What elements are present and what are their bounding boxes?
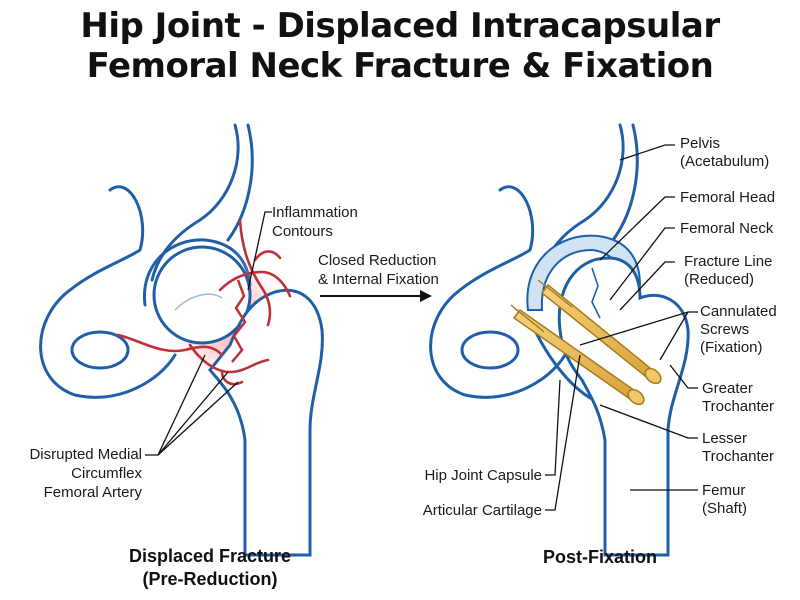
cannulated-screw-2 <box>510 304 645 406</box>
title-line-2: Femoral Neck Fracture & Fixation <box>86 46 714 86</box>
label-greater-2: Trochanter <box>702 398 774 415</box>
label-screws-3: (Fixation) <box>700 339 763 356</box>
leader-pelvis <box>619 144 675 161</box>
label-femur-1: Femur <box>702 482 745 499</box>
label-inflammation-1: Inflammation <box>272 204 358 221</box>
vessel-3 <box>116 333 224 357</box>
leader-femoral-neck <box>609 227 675 301</box>
label-pelvis-1: Pelvis <box>680 135 720 152</box>
vessel-2 <box>218 270 292 298</box>
vessel-4 <box>188 343 270 374</box>
leader-greater <box>669 364 698 389</box>
right-pelvis <box>429 185 567 399</box>
left-hip-illustration <box>39 123 324 557</box>
label-femoral-neck: Femoral Neck <box>680 220 774 237</box>
vessel-6 <box>253 250 282 262</box>
vessel-1 <box>238 218 272 327</box>
label-cartilage: Articular Cartilage <box>423 502 542 519</box>
vessel-5 <box>220 370 244 386</box>
title-line-1: Hip Joint - Displaced Intracapsular <box>80 6 720 46</box>
label-pelvis-2: (Acetabulum) <box>680 153 769 170</box>
transition-line-1: Closed Reduction <box>318 252 436 269</box>
right-caption: Post-Fixation <box>543 547 657 567</box>
right-fracture-reduced <box>591 267 601 319</box>
label-lesser-1: Lesser <box>702 430 747 447</box>
right-femur <box>557 256 690 557</box>
label-screws-2: Screws <box>700 321 749 338</box>
left-caption-1: Displaced Fracture <box>129 546 291 566</box>
leader-artery-c <box>157 381 239 456</box>
label-artery-3: Femoral Artery <box>44 484 143 501</box>
leader-lesser <box>599 404 698 439</box>
leader-femoral-head <box>599 196 675 261</box>
right-obturator <box>460 330 520 370</box>
label-capsule: Hip Joint Capsule <box>424 467 542 484</box>
transition-arrow <box>320 290 432 302</box>
label-fracture-2: (Reduced) <box>684 271 754 288</box>
label-artery-1: Disrupted Medial <box>29 446 142 463</box>
label-artery-2: Circumflex <box>71 465 142 482</box>
label-greater-1: Greater <box>702 380 753 397</box>
transition-line-2: & Internal Fixation <box>318 271 439 288</box>
label-femoral-head: Femoral Head <box>680 189 775 206</box>
leader-screws-b <box>659 311 689 361</box>
fracture-line <box>231 279 247 363</box>
leader-artery-b <box>157 371 229 456</box>
left-pelvis-rim-inner <box>226 123 254 242</box>
cannulated-screw-1 <box>537 279 662 385</box>
leader-cartilage <box>545 354 581 511</box>
label-lesser-2: Trochanter <box>702 448 774 465</box>
left-caption-2: (Pre-Reduction) <box>143 569 278 589</box>
leader-capsule <box>545 379 561 476</box>
left-pelvis <box>39 185 177 399</box>
label-screws-1: Cannulated <box>700 303 777 320</box>
label-inflammation-2: Contours <box>272 223 333 240</box>
label-femur-2: (Shaft) <box>702 500 747 517</box>
left-head-line <box>174 293 223 311</box>
label-fracture-1: Fracture Line <box>684 253 772 270</box>
right-pelvis-rim-inner <box>611 123 639 242</box>
left-obturator <box>70 330 130 370</box>
diagram-title: Hip Joint - Displaced Intracapsular Femo… <box>0 6 800 86</box>
leader-inflammation <box>247 211 272 291</box>
right-hip-illustration <box>429 123 690 557</box>
leader-fracture <box>619 261 675 311</box>
